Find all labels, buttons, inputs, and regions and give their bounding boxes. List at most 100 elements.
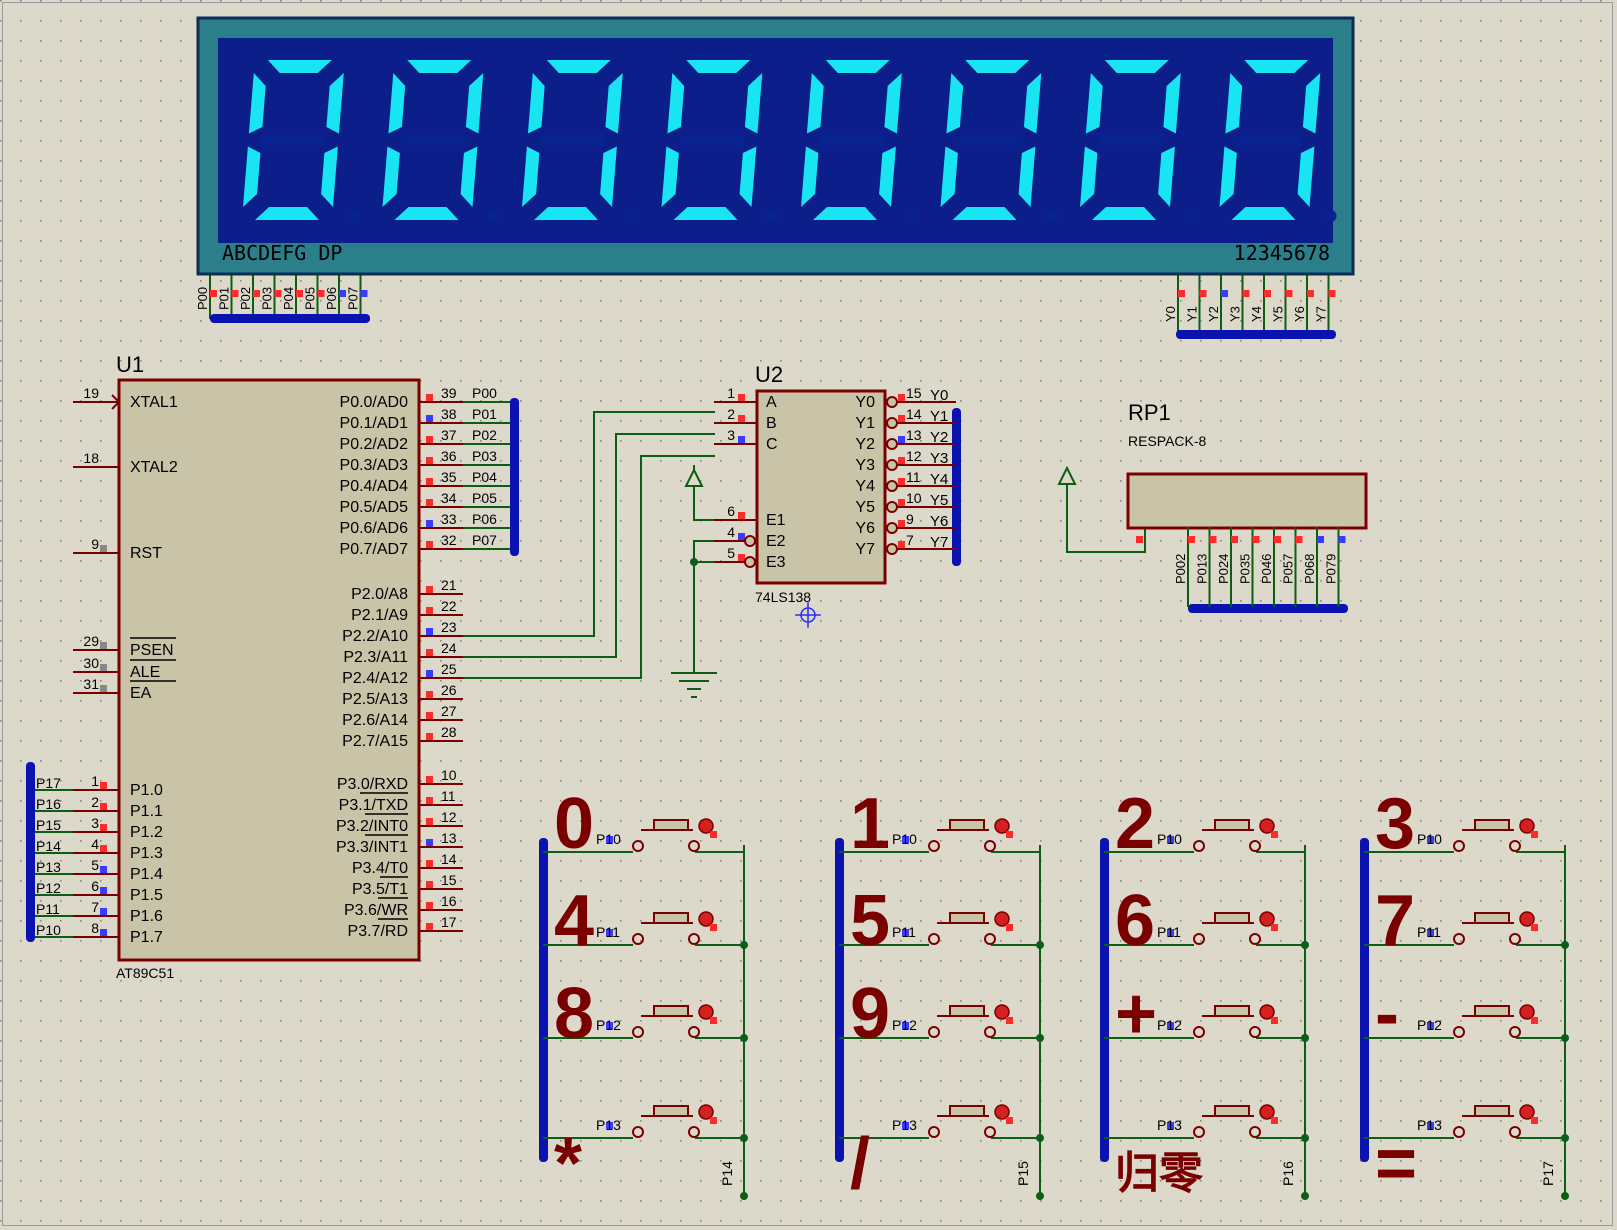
key-button-1-0[interactable] [839,818,1041,853]
key-legend: 2 [1115,784,1155,864]
u1-pin-name: P2.7/A15 [342,733,408,750]
switch-cap[interactable] [949,819,985,831]
key-button-2-2[interactable] [1104,1004,1306,1039]
segment-c [739,146,757,207]
seg-pin-state [253,290,260,297]
segment-c [1018,146,1036,207]
rp1-body [1126,472,1368,530]
u1-pin-number: 28 [441,724,457,740]
u1-pin-number: 3 [91,815,99,831]
switch-cap[interactable] [653,1105,689,1117]
switch-cap[interactable] [949,1005,985,1017]
segment-b [605,73,623,134]
key-button-0-1[interactable] [543,911,745,946]
switch-led [1259,1104,1275,1120]
addr-wire-a [462,411,715,637]
u1-pin-state [100,845,107,852]
switch-pin-state [1271,1117,1278,1124]
switch-cap[interactable] [1474,1105,1510,1117]
digit-pin-label: Y7 [1314,306,1329,322]
switch-contact [984,1026,996,1038]
switch-contact [1249,1126,1261,1138]
key-button-1-2[interactable] [839,1004,1041,1039]
rp1-pin-state [1231,536,1238,543]
digit-pin-label: Y5 [1271,306,1286,322]
u1-pin-state [426,499,433,506]
switch-pin-state [1531,1017,1538,1024]
switch-cap[interactable] [1474,819,1510,831]
u1-pin-name: P0.6/AD6 [340,520,409,537]
key-legend: 5 [850,881,890,961]
key-button-2-0[interactable] [1104,818,1306,853]
key-button-0-3[interactable] [543,1104,745,1139]
segment-b [1023,73,1042,134]
switch-cap[interactable] [1214,1005,1250,1017]
u2-pin-name: C [766,436,778,453]
segment-dp [627,210,639,222]
switch-contact [1509,933,1521,945]
row-pin-state [1427,929,1434,936]
switch-contact [632,933,644,945]
row-pin-state [606,929,613,936]
switch-cap[interactable] [1474,1005,1510,1017]
switch-cap[interactable] [949,1105,985,1117]
switch-contact [688,840,700,852]
key-button-3-0[interactable] [1364,818,1566,853]
inversion-bubble [886,522,898,534]
key-button-2-3[interactable] [1104,1104,1306,1139]
p0-bus [510,398,519,556]
u1-pin-state [100,782,107,789]
u1-pin-number: 39 [441,385,457,401]
switch-cap[interactable] [949,912,985,924]
switch-cap[interactable] [653,819,689,831]
u2-pin-number: 1 [727,385,735,401]
u1-pin-number: 19 [83,385,99,401]
u2-pin-state [738,436,745,443]
key-button-0-0[interactable] [543,818,745,853]
switch-cap[interactable] [1214,1105,1250,1117]
u1-microcontroller[interactable]: U1AT89C5119XTAL118XTAL29RST29PSEN30ALE31… [36,352,497,981]
key-button-3-1[interactable] [1364,911,1566,946]
u2-pin-number: 4 [727,524,735,540]
switch-cap[interactable] [653,912,689,924]
switch-cap[interactable] [1474,912,1510,924]
segment-d [673,207,738,220]
e2-e3-wire [693,540,715,563]
key-button-1-1[interactable] [839,911,1041,946]
key-button-3-3[interactable] [1364,1104,1566,1139]
keypad[interactable]: P14P100P114P128P13*P15P101P115P129P13/P1… [539,784,1566,1204]
segment-e [1080,146,1098,207]
switch-contact [688,1126,700,1138]
u2-pin-state [898,457,905,464]
switch-contact [928,1026,940,1038]
u1-pin-number: 38 [441,406,457,422]
segment-dp [906,210,918,222]
switch-cap[interactable] [653,1005,689,1017]
u1-pin-state [426,860,433,867]
segment-a [825,60,890,73]
p0-net-label: P06 [472,511,497,527]
key-legend: + [1115,974,1157,1054]
switch-cap[interactable] [1214,819,1250,831]
rp1-ref: RP1 [1128,400,1171,425]
segment-a [1244,60,1309,73]
switch-led [1259,818,1275,834]
u1-pin-state [426,818,433,825]
rp1-pin-label: P057 [1281,554,1296,584]
seg-pin-state [274,290,282,297]
key-button-1-3[interactable] [839,1104,1041,1139]
switch-contact [984,933,996,945]
u2-pin-number: 12 [906,448,922,464]
u1-pin-state [426,733,433,740]
digit-pin-state [1178,290,1185,297]
key-button-3-2[interactable] [1364,1004,1566,1039]
rp1-pin-label: P046 [1259,554,1274,584]
key-button-2-1[interactable] [1104,911,1306,946]
key-button-0-2[interactable] [543,1004,745,1039]
switch-cap[interactable] [1214,912,1250,924]
switch-led [994,911,1010,927]
